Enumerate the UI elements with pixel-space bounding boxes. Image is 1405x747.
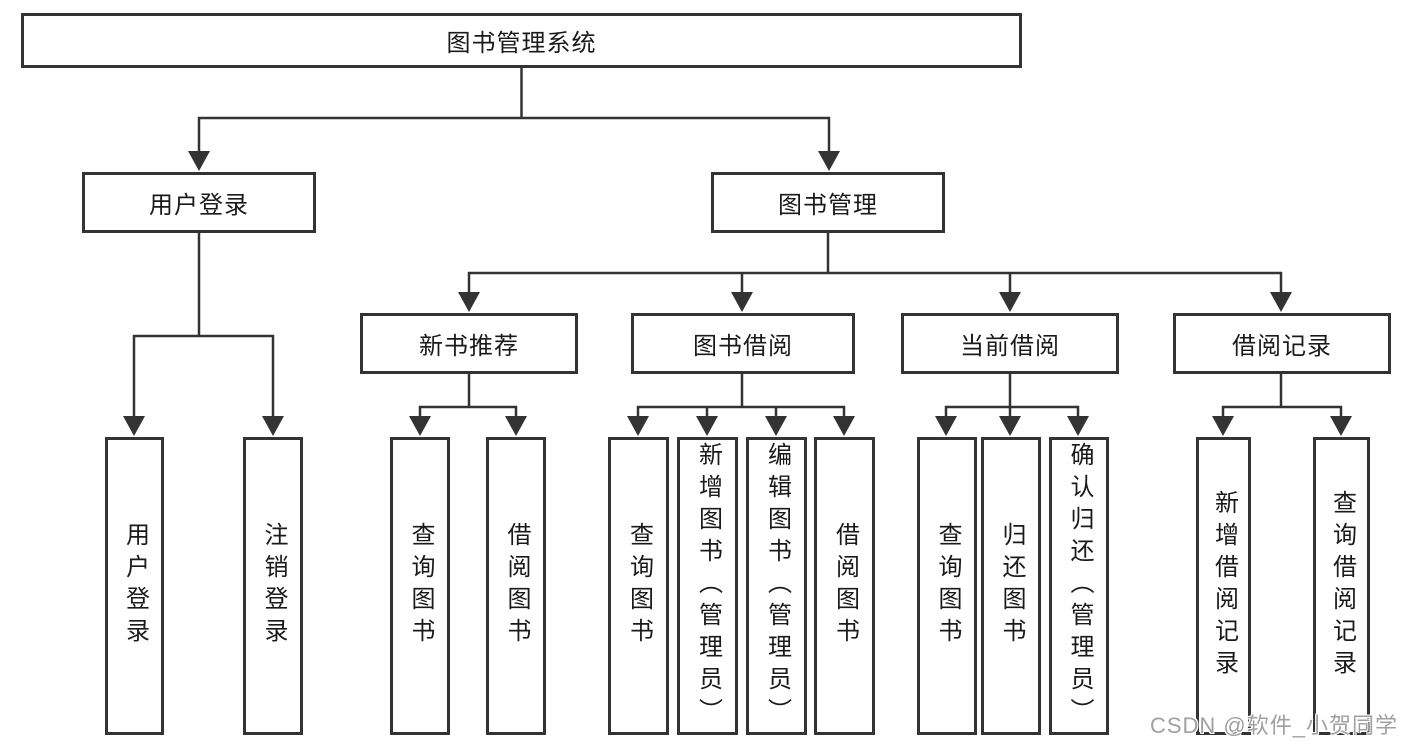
node-login: 用户登录 (105, 437, 164, 735)
connector-book-borrowing-to-leaves (636, 374, 846, 417)
connector-root-to-level2 (197, 68, 831, 152)
connector-book-management-to-level3 (467, 233, 1283, 293)
arrowhead-to-borrow-books-2 (833, 416, 855, 436)
arrowhead-to-borrow-books-1 (505, 416, 527, 436)
node-add-book-admin: 新增图书（管理员） (677, 437, 738, 735)
node-label: 新书推荐 (419, 333, 519, 360)
connector-borrowing-records-to-leaves (1221, 374, 1343, 417)
node-label: 当前借阅 (960, 333, 1060, 360)
node-label: 查询图书 (934, 522, 961, 650)
node-borrow-books-2: 借阅图书 (814, 437, 875, 735)
arrowhead-to-borrowing-records (1270, 292, 1292, 312)
arrowhead-to-current-borrowing (999, 292, 1021, 312)
node-label: 图书管理系统 (446, 30, 597, 57)
node-user-login-group: 用户登录 (82, 172, 316, 233)
node-library-management-system: 图书管理系统 (21, 13, 1022, 68)
node-book-borrowing: 图书借阅 (631, 313, 855, 374)
connector-new-book-recommend-to-leaves (418, 374, 518, 417)
arrowhead-to-login (123, 416, 145, 436)
node-label: 查询借阅记录 (1328, 490, 1356, 682)
arrowhead-to-query-books-2 (627, 416, 649, 436)
arrowhead-to-logout (262, 416, 284, 436)
node-current-borrowing: 当前借阅 (901, 313, 1119, 374)
node-new-book-recommend: 新书推荐 (360, 313, 578, 374)
node-return-books: 归还图书 (981, 437, 1041, 735)
node-query-books-3: 查询图书 (917, 437, 977, 735)
node-query-books-1: 查询图书 (390, 437, 450, 735)
connector-current-borrowing-to-leaves (944, 374, 1080, 417)
node-label: 用户登录 (121, 522, 149, 650)
arrowhead-to-edit-book (765, 416, 787, 436)
csdn-watermark: CSDN @软件_小贺同学 (1149, 713, 1398, 738)
node-label: 借阅图书 (831, 522, 859, 650)
node-query-books-2: 查询图书 (608, 437, 669, 735)
node-query-borrow-record: 查询借阅记录 (1313, 437, 1370, 735)
node-label: 归还图书 (998, 522, 1025, 650)
arrowhead-to-query-books-3 (935, 416, 957, 436)
node-label: 新增图书（管理员） (694, 442, 722, 730)
arrowhead-to-book-borrowing (731, 292, 753, 312)
node-label: 图书借阅 (693, 333, 793, 360)
node-label: 借阅记录 (1232, 333, 1332, 360)
connector-user-login-to-leaves (132, 233, 275, 416)
node-label: 确认归还（管理员） (1066, 442, 1093, 730)
arrowhead-to-user-login (188, 151, 210, 171)
node-label: 查询图书 (625, 522, 653, 650)
node-label: 借阅图书 (503, 522, 530, 650)
node-label: 编辑图书（管理员） (763, 442, 791, 730)
node-confirm-return-admin: 确认归还（管理员） (1049, 437, 1109, 735)
node-label: 注销登录 (260, 522, 287, 650)
node-label: 图书管理 (778, 192, 878, 219)
node-borrow-books-1: 借阅图书 (486, 437, 546, 735)
arrowhead-to-add-book (696, 416, 718, 436)
arrowhead-to-query-books-1 (409, 416, 431, 436)
arrowhead-to-confirm-return (1067, 416, 1089, 436)
node-book-management: 图书管理 (711, 172, 945, 233)
node-edit-book-admin: 编辑图书（管理员） (746, 437, 807, 735)
arrowhead-to-book-management (818, 151, 840, 171)
arrowhead-to-new-book-recommend (458, 292, 480, 312)
node-label: 用户登录 (149, 192, 249, 219)
arrowhead-to-return-books (999, 416, 1021, 436)
arrowhead-to-query-borrow-record (1330, 416, 1352, 436)
node-add-borrow-record: 新增借阅记录 (1196, 437, 1251, 735)
node-logout: 注销登录 (243, 437, 303, 735)
node-borrowing-records: 借阅记录 (1173, 313, 1391, 374)
arrowhead-to-add-borrow-record (1212, 416, 1234, 436)
node-label: 新增借阅记录 (1210, 490, 1238, 682)
node-label: 查询图书 (407, 522, 434, 650)
